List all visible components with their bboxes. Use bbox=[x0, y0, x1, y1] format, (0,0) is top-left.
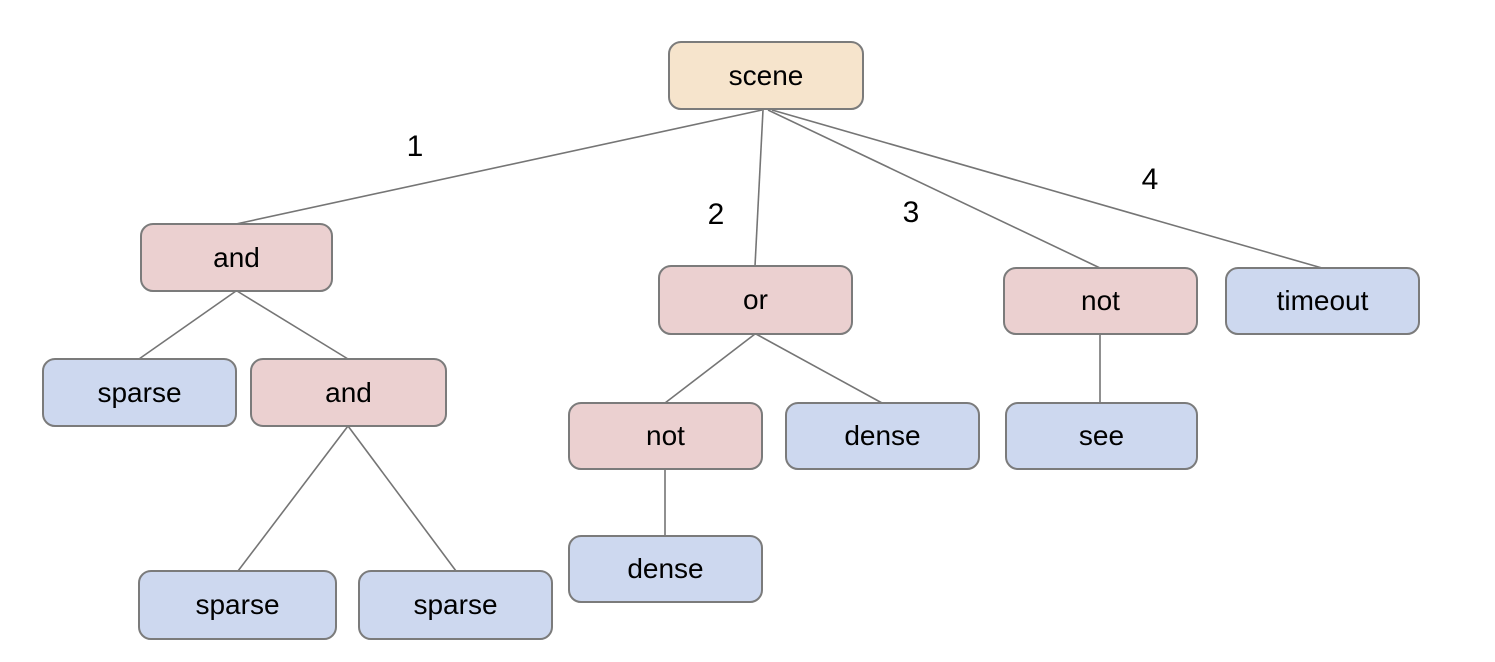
edge-or-dense bbox=[755, 333, 883, 404]
node-sparse-2: sparse bbox=[138, 570, 337, 640]
branch-label-4: 4 bbox=[1141, 163, 1159, 196]
node-see: see bbox=[1005, 402, 1198, 470]
node-sparse-3: sparse bbox=[358, 570, 553, 640]
node-and-2: and bbox=[250, 358, 447, 427]
node-sparse-1: sparse bbox=[42, 358, 237, 427]
node-dense-1: dense bbox=[785, 402, 980, 470]
branch-label-2: 2 bbox=[707, 198, 725, 231]
edge-scene-timeout bbox=[771, 109, 1323, 269]
node-timeout: timeout bbox=[1225, 267, 1420, 335]
edge-and-sparse bbox=[138, 290, 237, 360]
edge-or-not bbox=[664, 333, 756, 404]
edge-scene-not bbox=[767, 109, 1101, 269]
node-not-2: not bbox=[568, 402, 763, 470]
branch-label-3: 3 bbox=[902, 196, 920, 229]
edge-and2-sparse bbox=[237, 425, 349, 572]
edge-scene-and bbox=[235, 109, 763, 225]
node-or: or bbox=[658, 265, 853, 335]
edge-and-and bbox=[236, 290, 349, 360]
node-scene: scene bbox=[668, 41, 864, 110]
branch-label-1: 1 bbox=[406, 130, 424, 163]
edge-and2-sparse2 bbox=[347, 425, 457, 572]
node-dense-2: dense bbox=[568, 535, 763, 603]
node-and-1: and bbox=[140, 223, 333, 292]
node-not-1: not bbox=[1003, 267, 1198, 335]
edge-scene-or bbox=[754, 109, 764, 267]
